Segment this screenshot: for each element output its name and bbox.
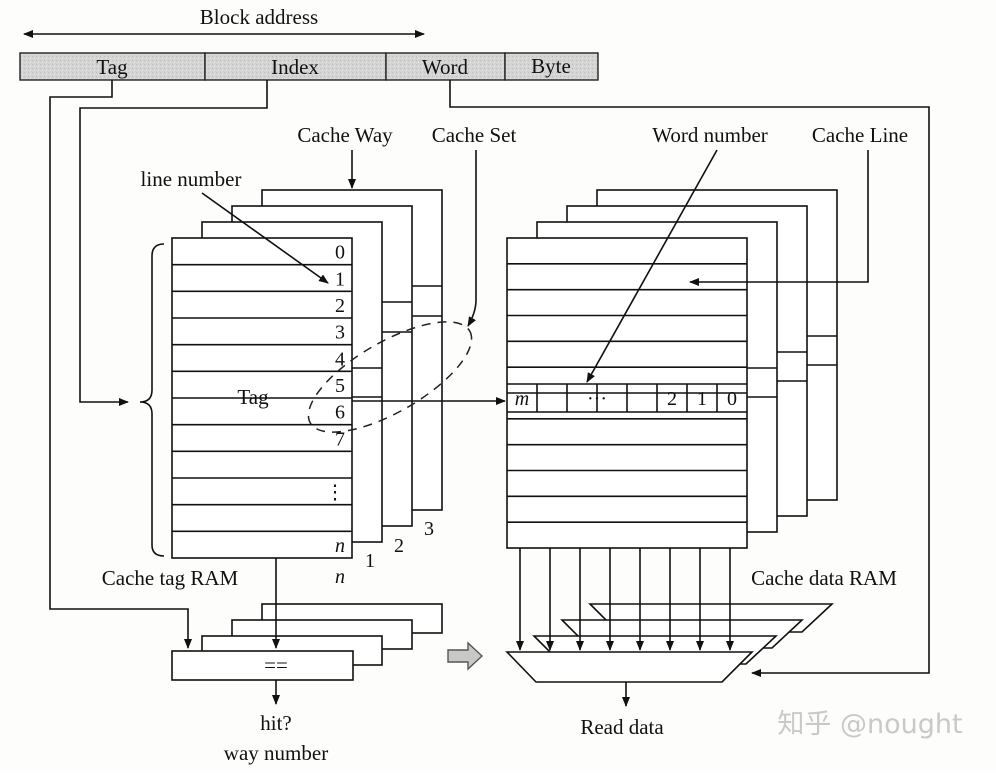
word-cell-label: m: [515, 388, 529, 410]
way-label-3: 3: [424, 518, 434, 540]
line-number-label: line number: [141, 167, 242, 191]
address-field-word: [385, 52, 506, 81]
way-mux-stack: [505, 603, 835, 683]
cache-set-arrow: [467, 150, 477, 327]
tag-ram-row-label: 6: [335, 402, 345, 424]
cache-way-label: Cache Way: [297, 123, 393, 147]
data-word-arrows: [516, 548, 734, 651]
way-label-1: 1: [365, 550, 375, 572]
tag-ram-row-label: ⋮: [325, 482, 345, 504]
comparator-way-0: [171, 650, 354, 681]
tag-wire: [49, 80, 192, 649]
word-cell-label: ···: [587, 388, 607, 410]
word-cell-label: 2: [667, 388, 677, 410]
address-fields: Tag Index Word Byte: [19, 52, 599, 81]
compare-operator: ==: [264, 653, 288, 677]
block-address-label: Block address: [200, 5, 318, 29]
address-field-index-label: Index: [271, 55, 319, 79]
word-cell-label: 0: [727, 388, 737, 410]
cache-line-label: Cache Line: [812, 123, 908, 147]
hit-label: hit?: [260, 711, 292, 735]
tag-ram-label: Cache tag RAM: [102, 566, 239, 590]
word-number-label: Word number: [652, 123, 768, 147]
tag-ram-ways: [171, 189, 443, 559]
tag-ram-row-label: 3: [335, 322, 345, 344]
tag-field-label: Tag: [237, 385, 269, 409]
word-cell-label: 1: [697, 388, 707, 410]
data-ram-label: Cache data RAM: [751, 566, 897, 590]
data-ram-ways: [506, 189, 838, 549]
tag-ram-size-label: n: [335, 566, 345, 588]
way-label-2: 2: [394, 535, 404, 557]
address-field-index: [204, 52, 387, 81]
tag-ram-row-label: 2: [335, 295, 345, 317]
tag-ram-row-label: 0: [335, 242, 345, 264]
mux-way-0: [505, 651, 754, 683]
address-field-byte-label: Byte: [531, 54, 571, 78]
word-wire: [449, 80, 930, 677]
address-field-tag-label: Tag: [96, 55, 128, 79]
word-number-arrow: [586, 149, 718, 383]
index-brace: [139, 243, 165, 557]
read-data-label: Read data: [580, 715, 664, 739]
watermark: 知乎 @nought: [777, 709, 962, 740]
comparator-stack: [171, 603, 443, 681]
tag-ram-row-label: 5: [335, 375, 345, 397]
way-select-arrow-icon: [447, 641, 484, 671]
address-field-byte: [504, 52, 599, 81]
tag-ram-row-labels: 0 1 2 3 4 5 6 7 ⋮ n: [325, 242, 345, 557]
tag-ram-row-label: 4: [335, 348, 345, 370]
tag-ram-row-label: n: [335, 535, 345, 557]
index-wire: [79, 80, 268, 406]
cache-line-arrow: [689, 150, 869, 286]
tag-ram-row-label: 1: [335, 268, 345, 290]
cache-set-ellipse: [307, 321, 473, 433]
line-number-arrow: [201, 192, 329, 284]
tag-ram-row-label: 7: [335, 428, 345, 450]
way-number-label: way number: [224, 741, 328, 765]
cache-set-label: Cache Set: [432, 123, 517, 147]
address-field-word-label: Word: [422, 55, 469, 79]
